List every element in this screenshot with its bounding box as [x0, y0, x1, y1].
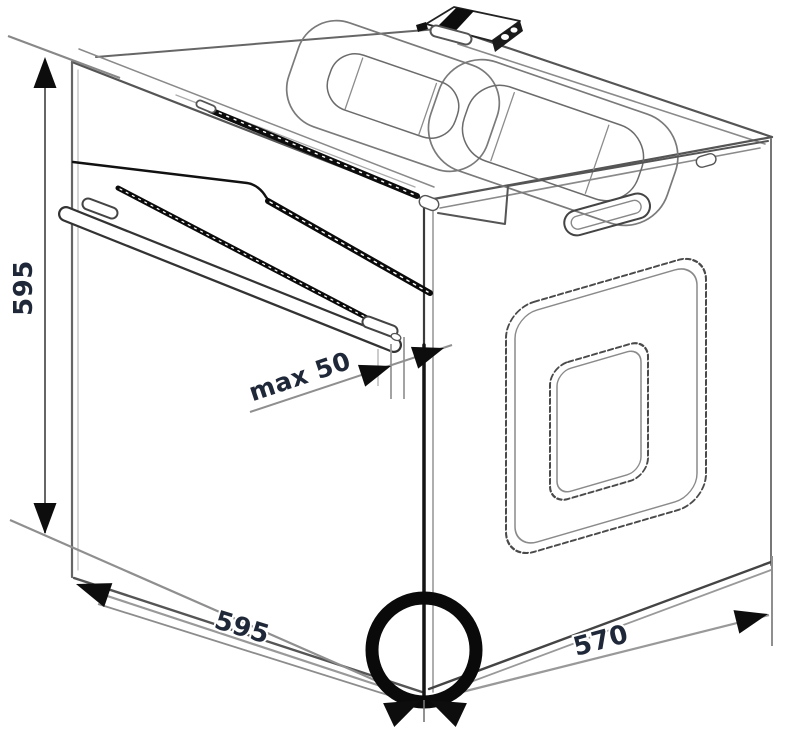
arrowhead-icon	[33, 503, 57, 534]
side-slot	[563, 192, 651, 237]
oven-front-face	[58, 48, 440, 703]
depth-label: 570	[570, 619, 632, 662]
side-edge-notch	[695, 153, 717, 168]
arrowhead-icon	[71, 572, 113, 608]
oven-top-panel	[95, 6, 774, 227]
dimension-handle-clearance: max 50	[243, 337, 453, 413]
corner-highlight	[365, 591, 483, 728]
oven-side-panel	[427, 138, 773, 697]
control-panel-strip	[175, 94, 420, 199]
oven-door-handle	[58, 185, 402, 353]
embossed-ring-outer	[505, 257, 707, 555]
arrowhead-icon	[733, 602, 771, 634]
handle-bracket-right	[361, 315, 402, 342]
arrowhead-icon	[33, 57, 57, 88]
handle-bracket-left	[81, 197, 119, 220]
arrowhead-icon	[357, 355, 395, 387]
height-label: 595	[9, 260, 39, 316]
dimension-height: 595	[7, 34, 421, 702]
terminal-box	[416, 6, 523, 52]
oven-body	[58, 6, 774, 703]
handle-clearance-label: max 50	[245, 346, 354, 407]
front-corner-cap	[418, 194, 440, 212]
embossed-ring-inner	[549, 342, 649, 501]
top-recess-moulding	[285, 19, 679, 227]
width-label: 595	[211, 606, 273, 651]
arrowhead-icon	[410, 337, 448, 369]
door-top-edge	[71, 160, 433, 296]
